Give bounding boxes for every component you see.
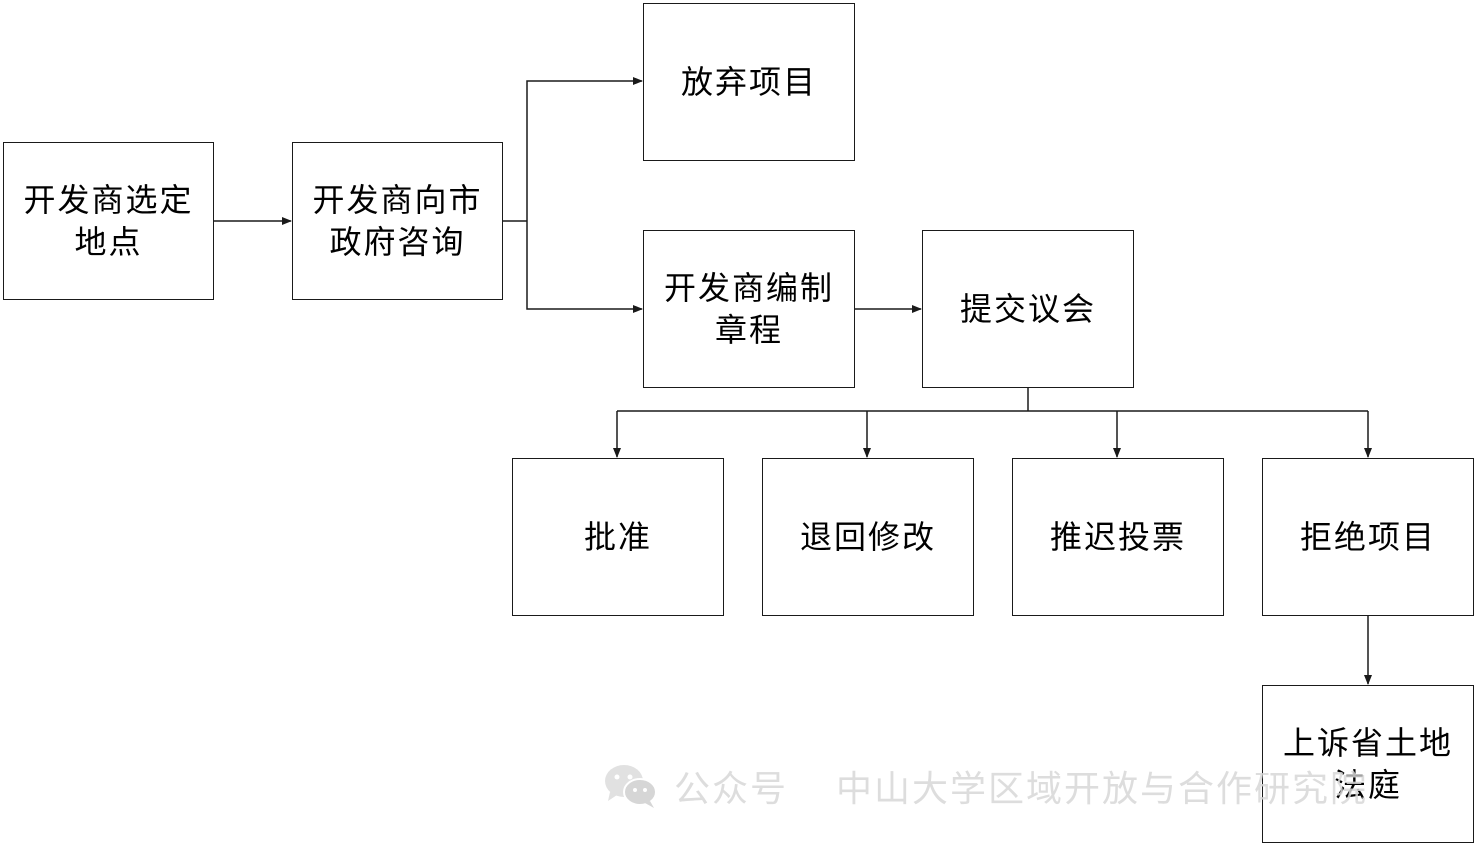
node-return-revise-label: 退回修改 [799,518,936,556]
node-consult-gov: 开发商向市政府咨询 [292,142,503,300]
node-appeal-tribunal-label: 上诉省土地法庭 [1282,724,1453,804]
node-appeal-tribunal: 上诉省土地法庭 [1262,685,1474,843]
node-draft-charter: 开发商编制章程 [643,230,855,388]
node-draft-charter-label: 开发商编制章程 [663,269,834,349]
node-select-site: 开发商选定地点 [3,142,214,300]
edge-consult-gov-to-abandon [526,77,643,221]
node-select-site-label: 开发商选定地点 [23,181,194,261]
node-approve-label: 批准 [583,518,652,556]
node-submit-council-label: 提交议会 [959,290,1096,328]
node-return-revise: 退回修改 [762,458,974,616]
node-submit-council: 提交议会 [922,230,1134,388]
node-consult-gov-label: 开发商向市政府咨询 [312,181,483,261]
node-postpone-vote: 推迟投票 [1012,458,1224,616]
edge-consult-gov-to-draft-charter [526,221,643,313]
node-approve: 批准 [512,458,724,616]
node-postpone-vote-label: 推迟投票 [1049,518,1186,556]
node-abandon: 放弃项目 [643,3,855,161]
node-abandon-label: 放弃项目 [680,63,817,101]
node-reject-label: 拒绝项目 [1299,518,1436,556]
node-reject: 拒绝项目 [1262,458,1474,616]
